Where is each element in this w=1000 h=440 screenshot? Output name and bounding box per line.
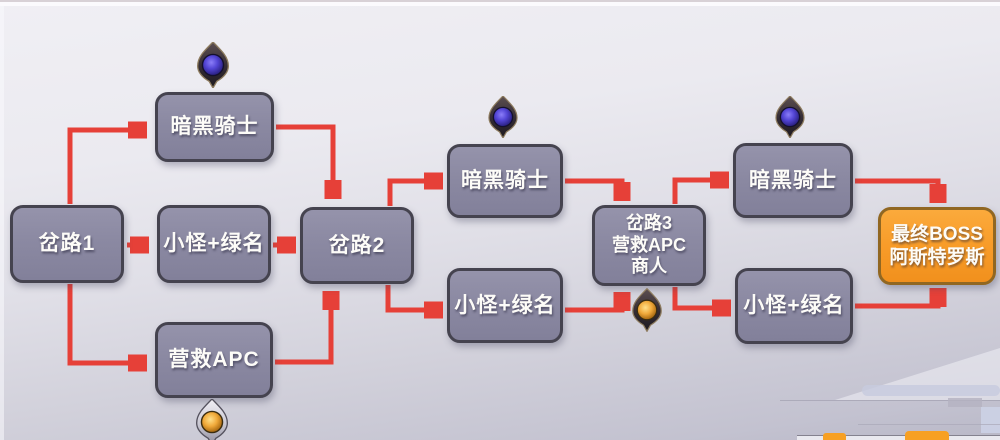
arrow-darkknight-top-to-fork2	[276, 124, 333, 196]
node-dark-knight-top-label: 暗黑骑士	[170, 115, 259, 139]
node-dark-knight-right-label: 暗黑骑士	[749, 168, 837, 192]
blue-orb-marker-icon	[196, 42, 230, 88]
background-divider-line	[780, 400, 1000, 401]
node-dark-knight-right: 暗黑骑士	[733, 143, 853, 218]
top-highlight-strip	[0, 2, 1000, 6]
arrow-rescueapc-to-fork2	[275, 294, 331, 365]
background-rounded-bar-fragment	[862, 385, 1000, 396]
gold-orb-marker-icon	[632, 288, 662, 332]
node-mobs-right: 小怪+绿名	[735, 268, 853, 344]
node-final-boss: 最终BOSS 阿斯特罗斯	[878, 207, 996, 285]
node-final-boss-line2: 阿斯特罗斯	[889, 247, 985, 268]
node-mobs-mid-label: 小怪+绿名	[454, 293, 556, 317]
node-fork2: 岔路2	[300, 207, 414, 284]
node-mobs-mid: 小怪+绿名	[447, 268, 563, 343]
node-fork3-line2: 营救APC	[611, 234, 686, 255]
node-dark-knight-top: 暗黑骑士	[155, 92, 274, 162]
node-final-boss-line1: 最终BOSS	[891, 223, 983, 245]
node-rescue-apc-label: 营救APC	[168, 348, 260, 372]
blue-orb-marker-icon	[488, 96, 518, 138]
node-fork1: 岔路1	[10, 205, 124, 283]
background-gray-tag-fragment	[948, 398, 982, 407]
background-divider-line	[858, 424, 1000, 425]
node-fork2-label: 岔路2	[328, 233, 386, 257]
blue-orb-marker-icon	[775, 96, 805, 138]
arrow-mobs-mid-to-fork3	[565, 295, 622, 313]
node-mobs-left-label: 小怪+绿名	[163, 232, 265, 256]
node-dark-knight-mid: 暗黑骑士	[447, 144, 563, 218]
background-orange-tab-fragment	[823, 433, 846, 440]
arrow-fork1-to-darkknight-top	[67, 130, 144, 204]
arrow-darkknight-mid-to-fork3	[565, 178, 622, 198]
node-mobs-right-label: 小怪+绿名	[743, 294, 845, 318]
arrow-fork1-to-rescueapc	[67, 284, 144, 363]
node-fork1-label: 岔路1	[38, 232, 96, 256]
arrow-fork2-to-darkknight-mid	[387, 181, 440, 206]
left-highlight-strip	[0, 6, 4, 440]
arrow-fork3-to-mobs-right	[672, 287, 728, 308]
node-fork3-line1: 岔路3	[625, 212, 672, 233]
background-panel-edge-fragment	[797, 435, 1000, 440]
arrow-fork3-to-darkknight-right	[672, 180, 726, 204]
gold-orb-marker-icon	[195, 399, 229, 440]
top-edge-line	[0, 0, 1000, 2]
node-rescue-apc: 营救APC	[155, 322, 273, 398]
node-fork3: 岔路3 营救APC 商人	[592, 205, 706, 286]
arrow-fork2-to-mobs-mid	[385, 285, 440, 310]
node-fork3-line3: 商人	[631, 256, 667, 277]
arrow-darkknight-right-to-boss	[855, 178, 938, 200]
arrow-mobs-right-to-boss	[855, 291, 938, 309]
node-mobs-left: 小怪+绿名	[157, 205, 271, 283]
node-dark-knight-mid-label: 暗黑骑士	[461, 169, 549, 193]
background-blue-block-fragment	[981, 407, 1000, 433]
background-orange-tab-fragment	[905, 431, 949, 440]
